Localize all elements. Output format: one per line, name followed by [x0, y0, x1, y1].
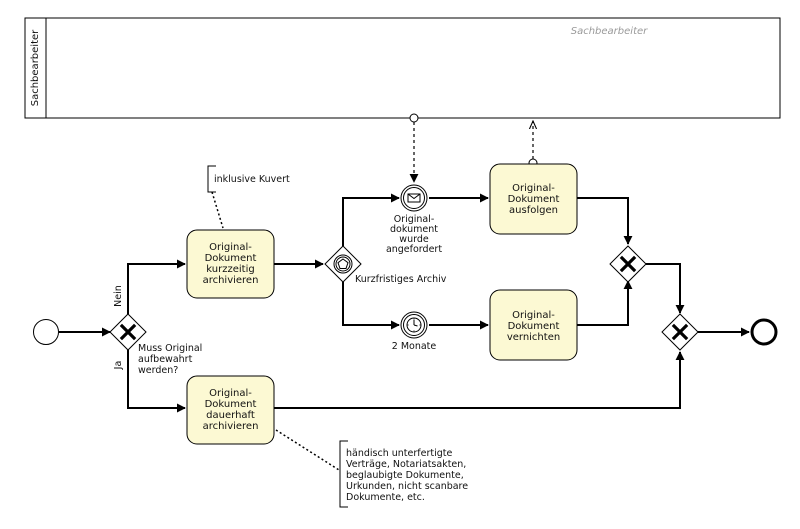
task-dauerhaft-line-4: archivieren [203, 421, 259, 432]
annotation-documents[interactable]: händisch unterfertigte Verträge, Notaria… [339, 440, 468, 508]
lane-label: Sachbearbeiter [30, 29, 41, 106]
annotation-documents-line-4: Urkunden, nicht scanbare [346, 481, 468, 492]
task-dauerhaft-line-3: dauerhaft [206, 410, 255, 421]
message-catch-event[interactable] [400, 184, 428, 212]
task-ausfolgen[interactable]: Original- Dokument ausfolgen [489, 163, 578, 235]
association-documents[interactable] [275, 429, 340, 471]
annotation-kuvert[interactable]: inklusive Kuvert [207, 165, 290, 193]
gateway-question-line-1: Muss Original [138, 343, 202, 354]
merge-gateway-2[interactable] [661, 313, 699, 351]
task-kurzzeitig-archivieren[interactable]: Original- Dokument kurzzeitig archiviere… [186, 229, 275, 299]
flow-no[interactable] [127, 259, 186, 314]
decision-gateway[interactable] [109, 313, 147, 351]
x-icon [671, 323, 689, 341]
clock-icon [406, 317, 422, 333]
envelope-icon [407, 193, 421, 203]
event-gateway-label: Kurzfristiges Archiv [355, 274, 447, 285]
task-ausfolgen-line-1: Original- [512, 183, 555, 194]
flow-label-yes: Ja [113, 361, 124, 371]
merge-gateway-1[interactable] [609, 245, 647, 283]
task-vernichten-line-2: Dokument [508, 321, 560, 332]
message-event-label-4: angefordert [386, 244, 442, 255]
flow-label-no: Nein [113, 285, 124, 307]
flow-vernichten-to-xor[interactable] [577, 280, 633, 326]
message-flow-source-dot [409, 113, 419, 123]
message-event-label-1: Original- [394, 214, 435, 225]
task-kurzzeitig-line-4: archivieren [203, 275, 259, 286]
flow-to-message-event[interactable] [342, 193, 400, 246]
message-event-label-3: wurde [399, 234, 429, 245]
timer-event[interactable] [400, 311, 428, 339]
flow-yes[interactable] [127, 350, 186, 413]
association-kuvert[interactable] [211, 191, 224, 229]
timer-event-label: 2 Monate [392, 341, 437, 352]
x-icon [119, 323, 137, 341]
flow-xor-to-final-xor[interactable] [646, 263, 685, 314]
annotation-documents-line-1: händisch unterfertigte [346, 448, 452, 459]
task-vernichten[interactable]: Original- Dokument vernichten [489, 289, 578, 361]
pool-title: Sachbearbeiter [571, 26, 648, 37]
event-based-gateway[interactable] [324, 245, 362, 283]
task-ausfolgen-line-2: Dokument [508, 194, 560, 205]
message-event-label-2: dokument [390, 224, 438, 235]
flow-to-timer-event[interactable] [342, 282, 400, 330]
end-event[interactable] [750, 318, 778, 346]
associations [211, 191, 340, 471]
sequence-flows [59, 193, 750, 413]
gateway-question-line-3: werden? [138, 365, 178, 376]
task-kurzzeitig-line-1: Original- [209, 242, 252, 253]
task-dauerhaft-line-2: Dokument [205, 399, 257, 410]
task-kurzzeitig-line-3: kurzzeitig [206, 264, 254, 275]
task-dauerhaft-archivieren[interactable]: Original- Dokument dauerhaft archivieren [186, 375, 275, 445]
task-dauerhaft-line-1: Original- [209, 388, 252, 399]
x-icon [619, 255, 637, 273]
annotation-documents-line-5: Dokumente, etc. [346, 492, 425, 503]
annotation-documents-line-3: beglaubigte Dokumente, [346, 470, 464, 481]
annotation-kuvert-text: inklusive Kuvert [214, 174, 290, 185]
flow-ausfolgen-to-xor[interactable] [577, 197, 633, 245]
task-vernichten-line-1: Original- [512, 310, 555, 321]
annotation-documents-line-2: Verträge, Notariatsakten, [346, 459, 466, 470]
flow-dauerhaft-to-final-xor[interactable] [274, 351, 685, 409]
task-vernichten-line-3: vernichten [507, 332, 560, 343]
task-ausfolgen-line-3: ausfolgen [509, 205, 558, 216]
gateway-question-line-2: aufbewahrt [138, 354, 193, 365]
pool[interactable]: Sachbearbeiter Sachbearbeiter [24, 17, 781, 119]
pentagon-icon [337, 258, 349, 269]
start-event[interactable] [33, 319, 59, 345]
task-kurzzeitig-line-2: Dokument [205, 253, 257, 264]
